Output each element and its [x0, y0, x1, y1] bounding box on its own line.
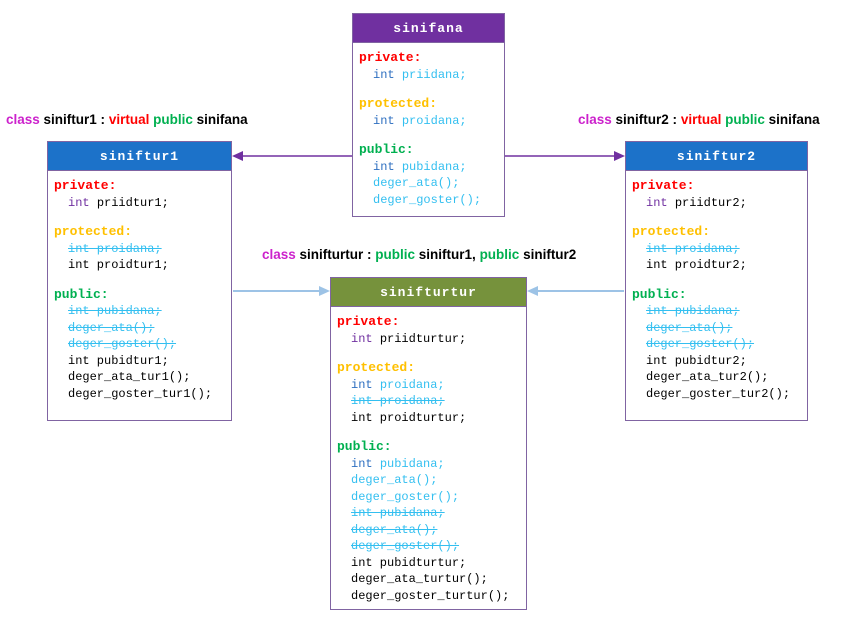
section-label-private: private:	[359, 50, 422, 65]
decl-token-plain: siniftur2	[523, 247, 577, 262]
member-line: int proidtur2;	[646, 258, 747, 272]
member-line: int pubidtur1;	[68, 353, 169, 368]
member-line: int proidtur1;	[68, 258, 169, 272]
class-members-sinifturtur: private: int priidturtur; protected: int pr…	[331, 307, 526, 608]
class-box-siniftur2: siniftur2 private: int priidtur2; protecte…	[625, 141, 808, 421]
type-keyword: int	[351, 456, 380, 471]
type-keyword: int	[373, 113, 402, 128]
decl-token-class: class	[262, 247, 300, 262]
member-line: int pubidtur2;	[646, 353, 747, 368]
type-keyword: int	[351, 331, 380, 346]
class-members-siniftur2: private: int priidtur2; protected: int proi…	[626, 171, 807, 406]
type-keyword: int	[351, 377, 380, 392]
member-line: deger_ata();	[646, 320, 733, 335]
decl-token-plain: siniftur1,	[418, 247, 480, 262]
member-line: deger_goster();	[351, 539, 460, 553]
class-declaration-sinifturtur: class sinifturtur : public siniftur1, pu…	[262, 246, 576, 264]
decl-token-plain: sinifana	[768, 112, 820, 127]
decl-token-plain: siniftur2 :	[615, 112, 681, 127]
member-line: int pubidturtur;	[351, 555, 467, 570]
decl-token-plain: siniftur1 :	[43, 112, 109, 127]
inheritance-arrow-siniftur2-to-sinifturtur	[527, 286, 624, 296]
inheritance-arrow-sinifana-to-siniftur1	[232, 151, 352, 161]
class-members-siniftur1: private: int priidtur1; protected: int proi…	[48, 171, 231, 406]
decl-token-plain: sinifana	[196, 112, 248, 127]
class-box-sinifturtur: sinifturtur private: int priidturtur; prot…	[330, 277, 527, 610]
member-line: deger_goster_tur2();	[646, 386, 791, 401]
member-line: deger_goster_tur1();	[68, 386, 213, 401]
class-title-sinifturtur: sinifturtur	[331, 278, 526, 307]
member-line: int proidturtur;	[351, 410, 467, 425]
inheritance-arrow-sinifana-to-siniftur2	[505, 151, 625, 161]
member-line: deger_ata();	[373, 176, 460, 190]
class-declaration-siniftur2: class siniftur2 : virtual public sinifan…	[578, 111, 820, 129]
member-line: deger_goster();	[68, 337, 177, 351]
class-declaration-siniftur1: class siniftur1 : virtual public sinifan…	[6, 111, 248, 129]
class-box-sinifana: sinifana private: int priidana; protected:…	[352, 13, 505, 217]
section-label-public: public:	[359, 142, 414, 157]
class-title-sinifana: sinifana	[353, 14, 504, 43]
decl-token-public: public	[479, 247, 524, 262]
decl-token-public: public	[725, 112, 769, 127]
member-line: int pubidana;	[68, 304, 162, 318]
type-keyword: int	[373, 67, 402, 82]
decl-token-public: public	[375, 247, 419, 262]
member-line: int proidana;	[373, 113, 467, 128]
member-line: deger_goster();	[373, 192, 482, 207]
member-line: deger_ata();	[351, 522, 438, 537]
member-line: deger_goster();	[646, 337, 755, 351]
section-label-protected: protected:	[359, 96, 438, 111]
section-label-public: public:	[632, 286, 687, 302]
member-line: int pubidana;	[351, 506, 445, 520]
member-line: int proidana;	[351, 377, 445, 392]
type-keyword: int	[646, 195, 675, 210]
member-line: deger_goster();	[351, 489, 460, 504]
member-line: int priidturtur;	[351, 331, 467, 346]
section-label-private: private:	[632, 178, 695, 193]
member-line: int proidana;	[68, 241, 162, 256]
member-line: int pubidana;	[373, 159, 467, 174]
member-line: deger_ata_tur1();	[68, 370, 191, 384]
class-title-siniftur1: siniftur1	[48, 142, 231, 171]
member-line: deger_ata();	[68, 320, 155, 335]
section-label-public: public:	[54, 286, 109, 302]
member-line: deger_ata();	[351, 473, 438, 487]
type-keyword: int	[68, 195, 97, 210]
member-line: deger_ata_tur2();	[646, 370, 769, 384]
section-label-private: private:	[54, 178, 117, 193]
member-line: int priidtur2;	[646, 195, 747, 210]
decl-token-class: class	[578, 112, 616, 127]
member-line: deger_ata_turtur();	[351, 572, 488, 586]
section-label-protected: protected:	[54, 224, 133, 239]
type-keyword: int	[373, 159, 402, 174]
section-label-private: private:	[337, 314, 400, 329]
section-label-protected: protected:	[632, 224, 711, 239]
member-line: int proidana;	[351, 394, 445, 408]
class-members-sinifana: private: int priidana; protected: int proid…	[353, 43, 504, 212]
member-line: deger_goster_turtur();	[351, 588, 510, 603]
section-label-protected: protected:	[337, 360, 416, 375]
decl-token-class: class	[6, 112, 44, 127]
inheritance-arrow-siniftur1-to-sinifturtur	[233, 286, 330, 296]
member-line: int pubidana;	[351, 456, 445, 471]
decl-token-virtual: virtual	[108, 112, 154, 127]
member-line: int priidana;	[373, 67, 467, 82]
class-box-siniftur1: siniftur1 private: int priidtur1; protecte…	[47, 141, 232, 421]
member-line: int pubidana;	[646, 304, 740, 318]
member-line: int priidtur1;	[68, 195, 169, 210]
member-line: int proidana;	[646, 241, 740, 256]
class-title-siniftur2: siniftur2	[626, 142, 807, 171]
decl-token-plain: sinifturtur :	[299, 247, 376, 262]
section-label-public: public:	[337, 439, 392, 454]
decl-token-public: public	[153, 112, 197, 127]
decl-token-virtual: virtual	[680, 112, 726, 127]
